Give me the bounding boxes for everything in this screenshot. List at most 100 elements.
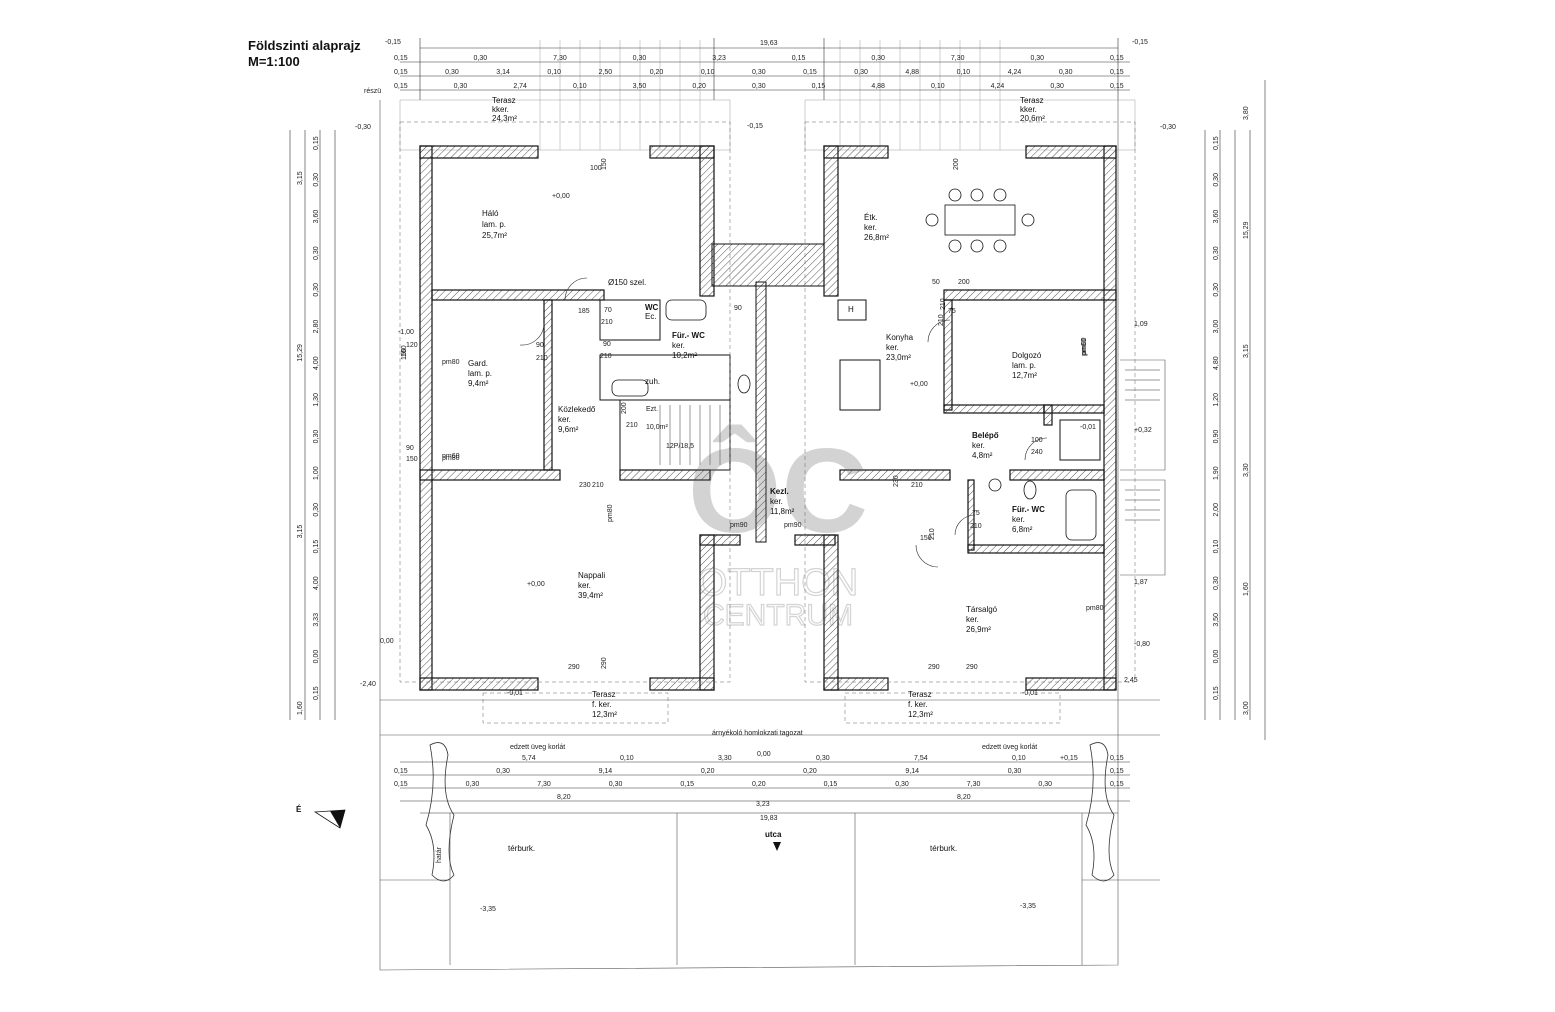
svg-text:lam. p.: lam. p. bbox=[482, 220, 506, 229]
room-kozlekedo: Közlekedő ker. 9,6m² bbox=[558, 405, 596, 434]
dim-left-outer: 1,60 bbox=[297, 701, 304, 715]
svg-text:Háló: Háló bbox=[482, 209, 499, 218]
svg-text:Étk.: Étk. bbox=[864, 213, 878, 222]
opening-label: 120 bbox=[406, 342, 418, 349]
opening-label: pm80 bbox=[442, 455, 460, 462]
level-markers: +0,00 +0,00 +0,00 -0,15 -0,15 -0,01 -0,0… bbox=[355, 39, 1176, 913]
dim-top-row2: 0,10 bbox=[547, 69, 561, 76]
svg-text:É: É bbox=[296, 805, 302, 814]
svg-text:-0,80: -0,80 bbox=[1134, 641, 1150, 648]
svg-text:-0,30: -0,30 bbox=[355, 124, 371, 131]
svg-text:ker.: ker. bbox=[864, 223, 877, 232]
opening-label: 210 bbox=[970, 523, 982, 530]
svg-text:részü: részü bbox=[364, 88, 381, 95]
dim-top-row3: 0,10 bbox=[931, 83, 945, 90]
svg-text:-0,15: -0,15 bbox=[385, 39, 401, 46]
dim-top-row3: 0,15 bbox=[1110, 83, 1124, 90]
svg-text:11,8m²: 11,8m² bbox=[770, 507, 795, 516]
svg-text:10,2m²: 10,2m² bbox=[672, 351, 697, 360]
dim-top-row1: 0,30 bbox=[474, 55, 488, 62]
svg-text:Terasz: Terasz bbox=[492, 96, 516, 105]
dim-left: 1,00 bbox=[313, 466, 320, 480]
room-dolgozo: Dolgozó lam. p. 12,7m² bbox=[1012, 351, 1042, 380]
svg-text:6,8m²: 6,8m² bbox=[1012, 525, 1033, 534]
dim-top-row3: 4,88 bbox=[871, 83, 885, 90]
svg-text:26,9m²: 26,9m² bbox=[966, 625, 991, 634]
dim-top-row2: 0,30 bbox=[854, 69, 868, 76]
ezt-label: Ezt. bbox=[646, 406, 658, 413]
svg-text:utca: utca bbox=[765, 830, 782, 839]
dim-bottom-row3: 0,15 bbox=[680, 781, 694, 788]
north-arrow-icon bbox=[313, 809, 346, 829]
opening-label: 100 bbox=[1031, 437, 1043, 444]
dim-left: 0,15 bbox=[313, 540, 320, 554]
dim-left: 2,80 bbox=[313, 320, 320, 334]
svg-text:ker.: ker. bbox=[578, 581, 591, 590]
dim-right: 0,30 bbox=[1213, 246, 1220, 260]
opening-label: 230 bbox=[893, 475, 900, 487]
dim-top-row1: 0,15 bbox=[394, 55, 408, 62]
svg-text:ker.: ker. bbox=[1012, 515, 1025, 524]
opening-label: pm90 bbox=[730, 522, 748, 529]
terrace-grid-top bbox=[399, 40, 1136, 151]
stair-label: 12P/18,5 bbox=[666, 443, 694, 450]
dim-top-row3: 0,15 bbox=[394, 83, 408, 90]
opening-label: 290 bbox=[966, 664, 978, 671]
svg-text:ker.: ker. bbox=[672, 341, 685, 350]
svg-text:-3,35: -3,35 bbox=[480, 906, 496, 913]
dim-top-row2: 0,30 bbox=[752, 69, 766, 76]
opening-label: 50 bbox=[932, 279, 940, 286]
dim-top-row2: 0,15 bbox=[1110, 69, 1124, 76]
dim-left: 0,30 bbox=[313, 246, 320, 260]
svg-text:lam. p.: lam. p. bbox=[1012, 361, 1036, 370]
dim-top-row2: 4,24 bbox=[1008, 69, 1022, 76]
dim-bottom-row3: 0,15 bbox=[1110, 781, 1124, 788]
svg-text:12,3m²: 12,3m² bbox=[908, 710, 933, 719]
dim-bottom-row3: 0,15 bbox=[394, 781, 408, 788]
opening-label: 210 bbox=[938, 314, 945, 326]
dim-top-row3: 0,30 bbox=[454, 83, 468, 90]
svg-text:ker.: ker. bbox=[966, 615, 979, 624]
svg-text:24,3m²: 24,3m² bbox=[492, 114, 517, 123]
dim-bottom-row1: 0,10 bbox=[620, 755, 634, 762]
dim-left: 0,15 bbox=[313, 686, 320, 700]
dim-bottom-row1: 0,15 bbox=[1110, 755, 1124, 762]
opening-label: 210 bbox=[592, 482, 604, 489]
dim-top-row1: 0,30 bbox=[1030, 55, 1044, 62]
opening-label: 150 bbox=[601, 158, 608, 170]
dim-right: 0,30 bbox=[1213, 173, 1220, 187]
opening-label: 200 bbox=[958, 279, 970, 286]
dim-top-row3: 0,15 bbox=[812, 83, 826, 90]
zuh-label: zuh. bbox=[645, 377, 660, 386]
dim-bottom-row1: 3,30 bbox=[718, 755, 732, 762]
dim-top-row3: 4,24 bbox=[991, 83, 1005, 90]
opening-label: 210 bbox=[536, 355, 548, 362]
dimension-lines-bottom bbox=[400, 761, 1130, 814]
svg-text:Kezl.: Kezl. bbox=[770, 487, 789, 496]
svg-text:4,8m²: 4,8m² bbox=[972, 451, 993, 460]
dim-bottom-plus: +0,15 bbox=[1060, 755, 1078, 762]
small-labels: WC Ec. zuh. Ø150 szel. 12P/18,5 Ezt. 10,… bbox=[608, 278, 854, 450]
room-gard: Gard. lam. p. 9,4m² bbox=[468, 359, 492, 388]
room-terasz-top-right: Terasz kker. 20,6m² bbox=[1020, 96, 1045, 123]
dim-top-row3: 0,10 bbox=[573, 83, 587, 90]
plan-title-line1: Földszinti alaprajz bbox=[248, 38, 361, 53]
terrace-bottom-outlines bbox=[399, 121, 1136, 724]
ezt-area: 10,0m² bbox=[646, 424, 668, 431]
dim-right-outer: 15,29 bbox=[1243, 221, 1250, 239]
svg-text:Terasz: Terasz bbox=[592, 690, 616, 699]
dimension-lines-sides bbox=[289, 80, 1266, 740]
svg-text:ker.: ker. bbox=[972, 441, 985, 450]
svg-text:-0,01: -0,01 bbox=[1080, 424, 1096, 431]
dim-right: 0,90 bbox=[1213, 430, 1220, 444]
duct-label: Ø150 szel. bbox=[608, 278, 646, 287]
opening-label: 100 bbox=[590, 165, 602, 172]
svg-text:Konyha: Konyha bbox=[886, 333, 914, 342]
dim-bottom-row1: 7,54 bbox=[914, 755, 928, 762]
dim-top-row2: 3,14 bbox=[496, 69, 510, 76]
dim-left: 0,30 bbox=[313, 283, 320, 297]
opening-label: pm90 bbox=[784, 522, 802, 529]
street-arrow-icon bbox=[773, 842, 781, 851]
